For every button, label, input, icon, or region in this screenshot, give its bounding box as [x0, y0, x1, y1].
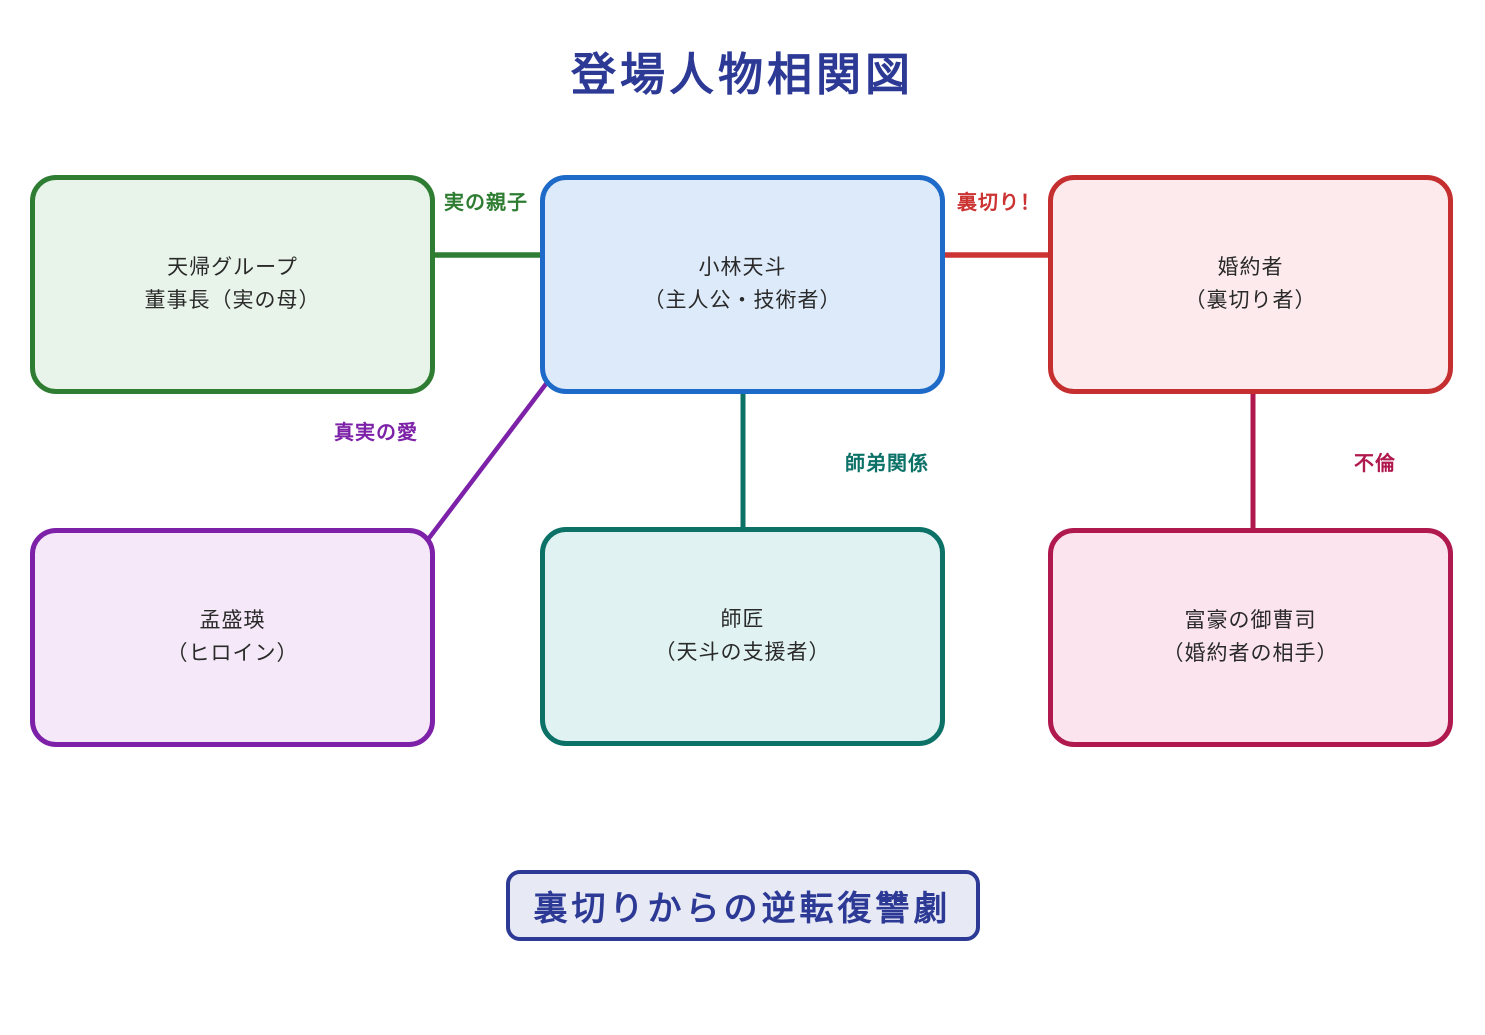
- node-heroine: 孟盛瑛 （ヒロイン）: [30, 528, 435, 747]
- edge-label-true-love: 真実の愛: [334, 422, 418, 444]
- theme-banner: 裏切りからの逆転復讐劇: [505, 870, 980, 941]
- node-protagonist: 小林天斗 （主人公・技術者）: [540, 175, 945, 394]
- node-name: 小林天斗: [698, 255, 787, 279]
- node-role: （ヒロイン）: [166, 641, 299, 665]
- edge-affair-arrow: [1244, 378, 1262, 549]
- node-name: 師匠: [720, 607, 765, 631]
- edge-line: [421, 374, 554, 548]
- edge-label-parent-child: 実の親子: [444, 192, 528, 214]
- node-rich-heir: 富豪の御曹司 （婚約者の相手）: [1048, 528, 1453, 747]
- edge-label-affair: 不倫: [1354, 453, 1396, 475]
- node-mother: 天帰グループ 董事長（実の母）: [30, 175, 435, 394]
- page-title: 登場人物相関図: [570, 49, 914, 100]
- node-role: 董事長（実の母）: [144, 288, 321, 312]
- edge-label-betrayal: 裏切り！: [957, 192, 1041, 214]
- node-name: 富豪の御曹司: [1184, 608, 1317, 632]
- edge-mentorship-arrow: [734, 378, 752, 549]
- edge-label-mentorship: 師弟関係: [845, 453, 929, 475]
- node-name: 婚約者: [1217, 255, 1284, 279]
- node-role: （婚約者の相手）: [1162, 641, 1339, 665]
- node-role: （裏切り者）: [1184, 288, 1317, 312]
- node-master: 師匠 （天斗の支援者）: [540, 527, 945, 746]
- node-name: 孟盛瑛: [199, 608, 266, 632]
- node-role: （天斗の支援者）: [654, 640, 831, 664]
- edge-true-love-arrow: [412, 362, 563, 560]
- node-fiancee: 婚約者 （裏切り者）: [1048, 175, 1453, 394]
- node-name: 天帰グループ: [167, 255, 298, 279]
- node-role: （主人公・技術者）: [643, 288, 842, 312]
